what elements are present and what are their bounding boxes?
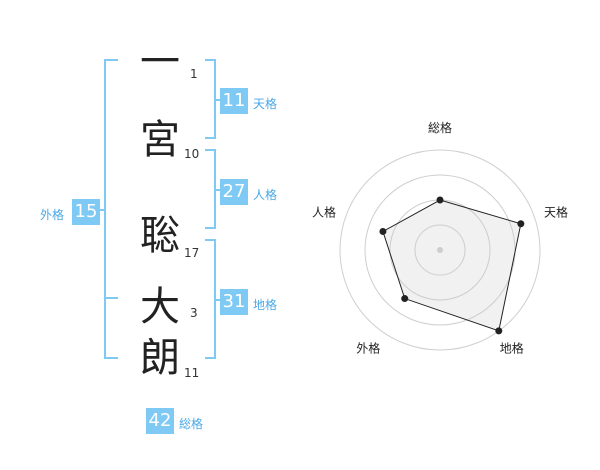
radar-point-3 <box>495 327 503 335</box>
gaikaku-badge: 15 <box>72 199 100 225</box>
stroke-count-2: 10 <box>184 147 200 161</box>
radar-point-2 <box>517 220 525 228</box>
chikaku-badge: 31 <box>220 289 248 315</box>
radar-axis-label: 天格 <box>544 204 568 219</box>
radar-point-5 <box>379 227 387 235</box>
fortune-brackets <box>95 59 222 359</box>
jinkaku-badge: 27 <box>220 179 248 205</box>
stroke-count-1: 1 <box>190 67 198 81</box>
radar-axis-label: 外格 <box>356 341 380 356</box>
radar-point-4 <box>401 295 409 303</box>
jinkaku-label: 人格 <box>253 188 278 202</box>
name-char-1: 一 <box>140 39 180 85</box>
radar-ring <box>339 149 541 351</box>
radar-axis-label: 人格 <box>312 204 336 219</box>
tenkaku-badge: 11 <box>220 88 248 114</box>
gaikaku-label: 外格 <box>40 208 65 222</box>
radar-series-polygon <box>382 199 522 332</box>
radar-center <box>437 247 443 253</box>
stroke-count-5: 11 <box>184 366 200 380</box>
name-char-2: 宮 <box>140 117 180 163</box>
soukaku-label: 総格 <box>179 417 204 431</box>
radar-axis-label: 総格 <box>428 120 452 135</box>
radar-axis-label: 地格 <box>500 341 524 356</box>
name-char-5: 朗 <box>140 335 180 381</box>
stroke-count-4: 3 <box>190 306 198 320</box>
name-char-4: 大 <box>140 284 180 330</box>
soukaku-badge: 42 <box>146 408 174 434</box>
stroke-count-3: 17 <box>184 246 200 260</box>
tenkaku-label: 天格 <box>253 97 278 111</box>
name-char-3: 聡 <box>140 213 180 259</box>
radar-ring <box>414 224 466 276</box>
chikaku-label: 地格 <box>253 298 278 312</box>
radar-point-1 <box>436 196 444 204</box>
